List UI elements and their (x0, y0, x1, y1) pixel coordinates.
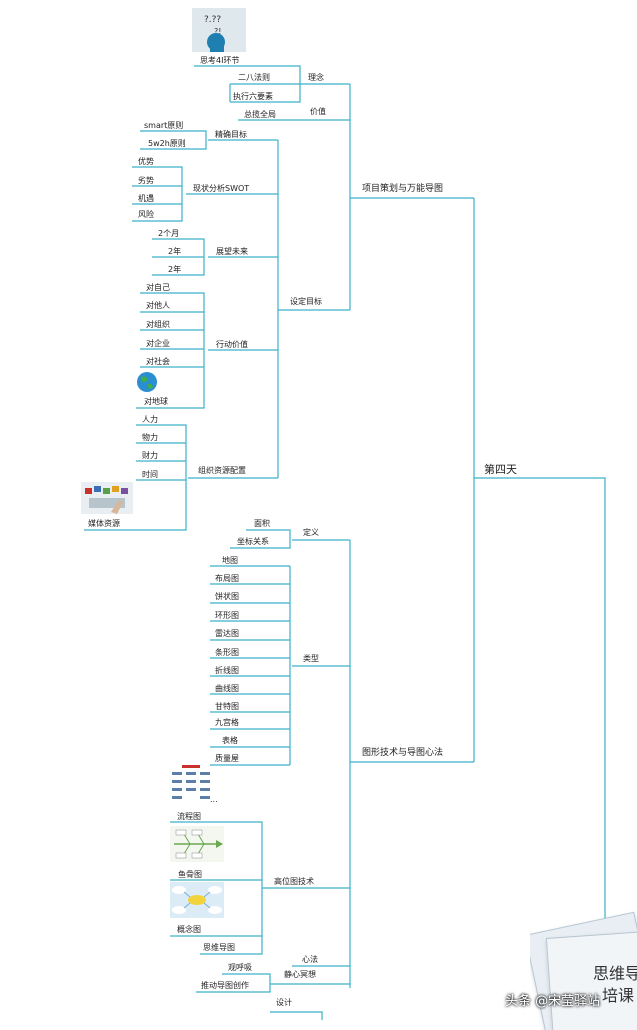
action-item-2: 对组织 (146, 320, 170, 329)
concept-label: 理念 (308, 73, 324, 82)
value-item-0: 总揽全局 (244, 110, 276, 119)
action-item-1: 对他人 (146, 301, 170, 310)
types-item-5: 条形图 (215, 648, 239, 657)
cover-title-line2: 培课 (602, 986, 635, 1005)
meditation-item-0: 观呼吸 (228, 963, 252, 972)
define-label: 定义 (303, 528, 319, 537)
resource-item-0: 人力 (142, 415, 158, 424)
advanced-label: 高位图技术 (274, 877, 314, 886)
types-item-8: 甘特图 (215, 702, 239, 711)
types-item-9: 九宫格 (215, 718, 239, 727)
advanced-item-4: 思维导图 (203, 943, 235, 952)
concept-item-1: 二八法则 (238, 73, 270, 82)
connector-53 (170, 821, 263, 955)
action-item-3: 对企业 (146, 339, 170, 348)
cover-title-line1: 思维导 (593, 964, 637, 983)
thinking-person-image: ?.?? ?! (192, 8, 246, 52)
swot-item-0: 优势 (138, 157, 154, 166)
connector-16 (132, 166, 183, 222)
define-item-1: 坐标关系 (237, 537, 269, 546)
connector-39 (230, 529, 291, 549)
types-item-10: 表格 (222, 736, 238, 745)
meditation-label: 静心冥想 (284, 970, 316, 979)
future-item-0: 2个月 (158, 229, 180, 238)
course-cover-decoration: 思维导 培课 (530, 900, 637, 1030)
types-label: 类型 (303, 654, 319, 663)
connector-14 (140, 130, 207, 150)
swot-item-3: 风险 (138, 210, 154, 219)
types-item-0: 地图 (222, 556, 238, 565)
types-item-6: 折线图 (215, 666, 239, 675)
mind-label: 心法 (302, 955, 318, 964)
connector-23 (136, 292, 205, 409)
concept-item-0: 思考4I环节 (200, 56, 240, 65)
goal-label: 设定目标 (290, 297, 322, 306)
flowchart-thumbnail (170, 764, 212, 802)
precise-label: 精确目标 (215, 130, 247, 139)
precise-item-1: 5w2h原则 (148, 139, 186, 148)
swot-item-1: 劣势 (138, 176, 154, 185)
action-item-5: 对地球 (144, 397, 168, 406)
types-item-2: 饼状图 (215, 592, 239, 601)
types-item-1: 布局图 (215, 574, 239, 583)
types-item-3: 环形图 (215, 611, 239, 620)
meditation-item-1: 推动导图创作 (201, 981, 249, 990)
svg-text:?.??: ?.?? (204, 15, 221, 25)
resource-item-3: 时间 (142, 470, 158, 479)
define-item-0: 面积 (254, 519, 270, 528)
advanced-item-2: 鱼骨图 (178, 870, 202, 879)
concept-map-thumbnail (170, 882, 224, 918)
types-item-7: 曲线图 (215, 684, 239, 693)
branch-graphic-technique: 图形技术与导图心法 (362, 748, 444, 758)
resource-item-4: 媒体资源 (88, 519, 120, 528)
connector-57 (270, 1011, 323, 1020)
connector-56 (196, 973, 271, 993)
root-node: 第四天 (484, 463, 517, 476)
action-label: 行动价值 (216, 340, 248, 349)
advanced-item-1: 流程图 (177, 812, 201, 821)
connector-29 (84, 424, 187, 531)
action-item-0: 对自己 (146, 283, 170, 292)
svg-text:?!: ?! (214, 27, 221, 36)
branch-project-planning: 项目策划与万能导图 (362, 184, 444, 194)
types-item-4: 雷达图 (215, 629, 239, 638)
value-label: 价值 (310, 107, 326, 116)
future-label: 展望未来 (216, 247, 248, 256)
fishbone-thumbnail (170, 826, 224, 862)
advanced-item-3: 概念图 (177, 925, 201, 934)
resource-item-2: 财力 (142, 451, 158, 460)
swot-item-2: 机遇 (138, 194, 154, 203)
resource-item-1: 物力 (142, 433, 158, 442)
future-item-2: 2年 (168, 265, 182, 274)
future-item-1: 2年 (168, 247, 182, 256)
earth-globe-icon (136, 371, 158, 393)
resource-label: 组织资源配置 (198, 466, 246, 475)
types-item-11: 质量屋 (215, 754, 239, 763)
advanced-item-0: ... (210, 795, 218, 804)
concept-item-2: 执行六要素 (233, 92, 273, 101)
precise-item-0: smart原则 (144, 121, 184, 130)
watermark: 头条 @宋莹驿站 (505, 994, 601, 1009)
design-label: 设计 (276, 998, 292, 1007)
media-keyboard-image (81, 482, 133, 514)
swot-label: 现状分析SWOT (193, 184, 250, 193)
action-item-4: 对社会 (146, 357, 170, 366)
